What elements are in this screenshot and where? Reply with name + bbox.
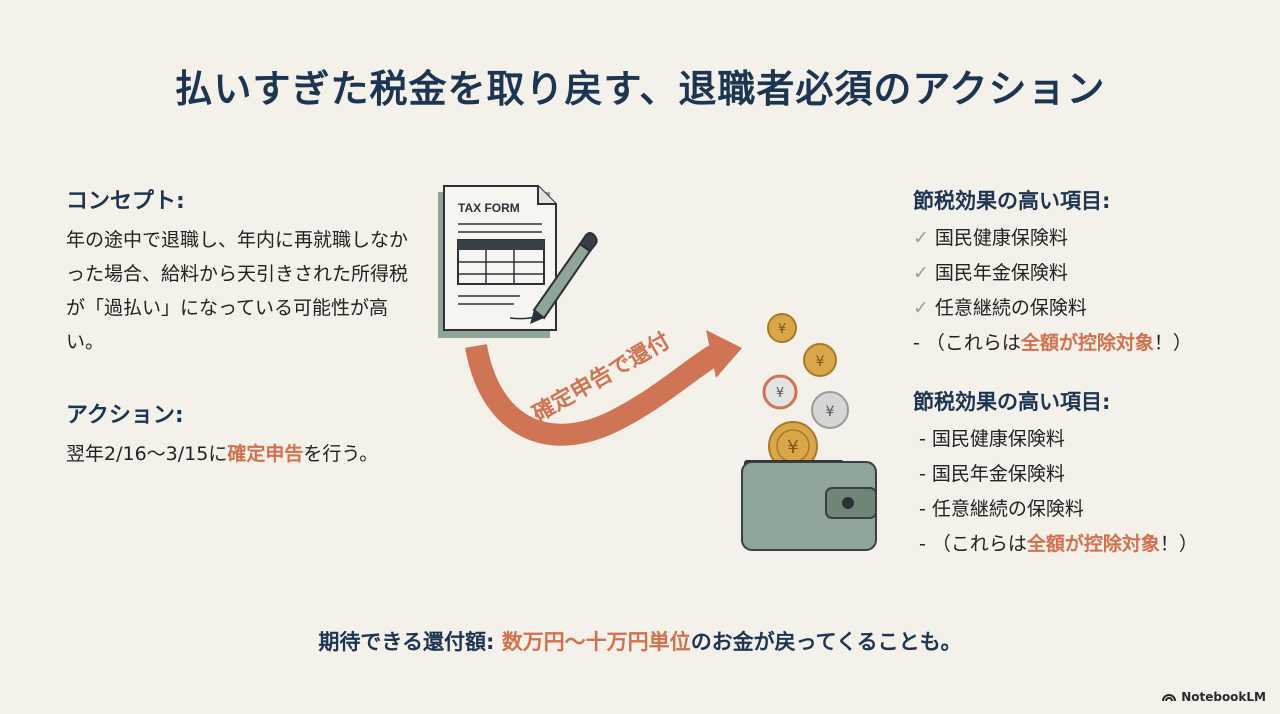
deduction-item-label: 国民年金保険料 (931, 463, 1065, 485)
svg-text:¥: ¥ (776, 386, 784, 401)
footer-label: 期待できる還付額: (318, 630, 502, 654)
tax-refund-illustration: TAX FORM 確定申告で還付 ¥ ¥ ¥ ¥ ¥ (438, 185, 877, 551)
check-icon: ✓ (913, 297, 929, 319)
arrow-label: 確定申告で還付 (528, 328, 674, 428)
check-icon: ✓ (913, 227, 929, 249)
expected-refund-footer: 期待できる還付額: 数万円〜十万円単位のお金が戻ってくることも。 (0, 626, 1280, 656)
coins-icon: ¥ ¥ ¥ ¥ ¥ (762, 313, 849, 471)
deduction-item: ✓国民年金保険料 (913, 256, 1253, 291)
action-body-accent: 確定申告 (227, 443, 304, 465)
deductions-heading-2: 節税効果の高い項目: (913, 390, 1111, 414)
concept-body: 年の途中で退職し、年内に再就職しなかった場合、給料から天引きされた所得税が「過払… (66, 229, 409, 353)
footer-accent: 数万円〜十万円単位 (501, 630, 691, 654)
deduction-note-accent: 全額が控除対象 (1026, 533, 1160, 555)
deduction-item: ✓国民健康保険料 (913, 221, 1253, 256)
notebooklm-logo-icon (1162, 694, 1177, 702)
deduction-note-post: ！） (1153, 332, 1192, 354)
deduction-note: -（これらは全額が控除対象！） (919, 533, 1198, 555)
deduction-item-label: 国民健康保険料 (931, 428, 1065, 450)
deduction-note-accent: 全額が控除対象 (1020, 332, 1154, 354)
tax-form-label: TAX FORM (458, 201, 520, 215)
action-heading: アクション: (66, 403, 184, 428)
deduction-note: -（これらは全額が控除対象！） (913, 332, 1192, 354)
deductions-list-2: 節税効果の高い項目: -国民健康保険料 -国民年金保険料 -任意継続の保険料 -… (913, 386, 1253, 562)
concept-heading: コンセプト: (66, 189, 185, 214)
wallet-icon (741, 460, 877, 551)
deduction-note-post: ！） (1159, 533, 1198, 555)
deduction-item-label: 任意継続の保険料 (931, 498, 1084, 520)
footer-rest: のお金が戻ってくることも。 (690, 630, 962, 654)
deductions-heading-1: 節税効果の高い項目: (913, 189, 1111, 213)
deduction-note-pre: （これらは (925, 332, 1021, 354)
action-body-pre: 翌年2/16〜3/15に (66, 443, 228, 465)
deduction-item: ✓任意継続の保険料 (913, 291, 1253, 326)
check-icon: ✓ (913, 262, 929, 284)
deduction-item: -国民健康保険料 (919, 428, 1065, 450)
pen-icon (509, 232, 598, 324)
deduction-item: -国民年金保険料 (919, 463, 1065, 485)
refund-arrow: 確定申告で還付 (465, 328, 742, 446)
svg-text:¥: ¥ (787, 437, 798, 458)
deduction-item-label: 国民健康保険料 (934, 227, 1068, 249)
action-body: 翌年2/16〜3/15に確定申告を行う。 (66, 437, 416, 471)
left-column: コンセプト: 年の途中で退職し、年内に再就職しなかった場合、給料から天引きされた… (66, 183, 416, 471)
brand-watermark: NotebookLM (1162, 690, 1266, 704)
deduction-note-pre: （これらは (931, 533, 1027, 555)
svg-text:¥: ¥ (826, 404, 835, 420)
action-body-post: を行う。 (303, 443, 379, 465)
svg-text:¥: ¥ (778, 322, 786, 337)
deduction-item-label: 任意継続の保険料 (934, 297, 1087, 319)
deduction-item-label: 国民年金保険料 (934, 262, 1068, 284)
tax-form-icon: TAX FORM (438, 185, 557, 338)
deduction-item: -任意継続の保険料 (919, 498, 1084, 520)
brand-label: NotebookLM (1181, 690, 1266, 704)
svg-text:¥: ¥ (816, 354, 825, 370)
deductions-list-1: 節税効果の高い項目: ✓国民健康保険料 ✓国民年金保険料 ✓任意継続の保険料 -… (913, 185, 1253, 361)
page-title: 払いすぎた税金を取り戻す、退職者必須のアクション (174, 67, 1106, 111)
